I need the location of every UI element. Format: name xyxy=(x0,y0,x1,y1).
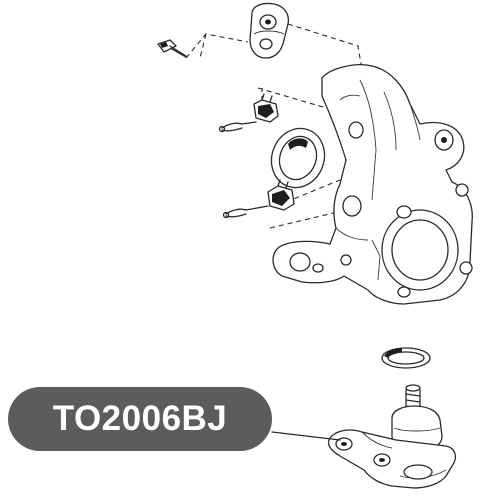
part-number-label: TO2006BJ xyxy=(52,399,228,438)
dust-seal-ring xyxy=(270,127,326,189)
ball-joint-snap-ring xyxy=(381,347,431,369)
cotter-pin-lower xyxy=(222,205,269,219)
badge-leader-line xyxy=(271,431,341,441)
steering-knuckle xyxy=(272,64,473,305)
part-number-badge: TO2006BJ xyxy=(8,387,272,451)
castle-nut-upper xyxy=(253,93,279,123)
cotter-pin-upper xyxy=(218,121,257,133)
castle-nut-lower xyxy=(267,179,295,211)
upper-ball-joint-bracket xyxy=(249,2,290,59)
mounting-bolt xyxy=(157,39,187,58)
lower-ball-joint xyxy=(327,384,457,489)
